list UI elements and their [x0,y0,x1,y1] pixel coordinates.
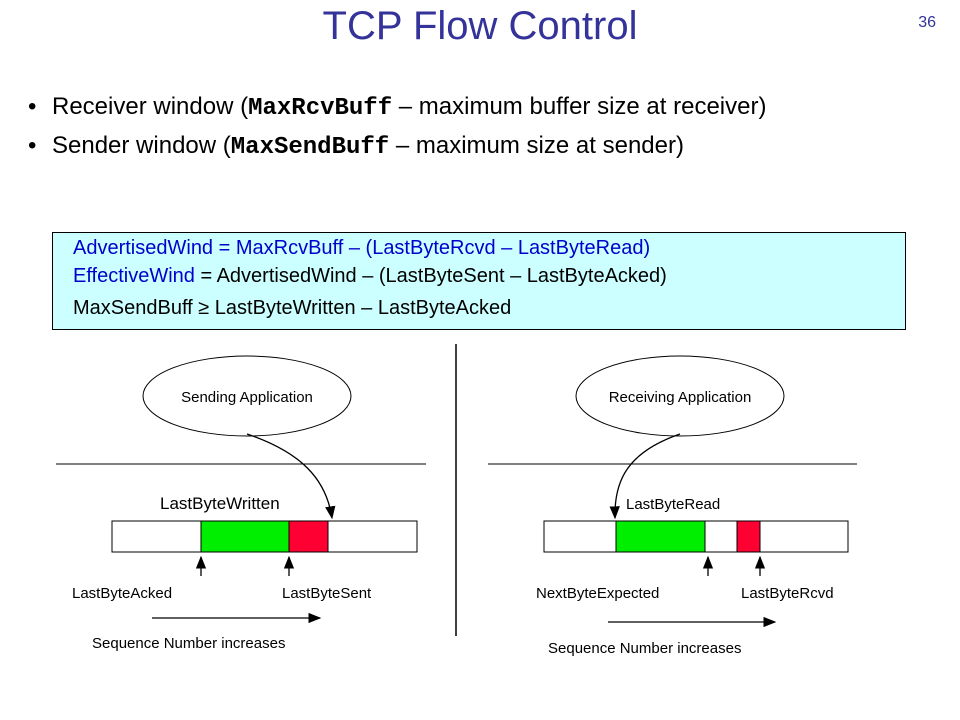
equation-box: AdvertisedWind = MaxRcvBuff – (LastByteR… [52,232,906,330]
equation-effective-wind: EffectiveWind = AdvertisedWind – (LastBy… [73,265,667,288]
next-byte-expected-label: NextByteExpected [536,585,659,602]
receiver-sequence-label: Sequence Number increases [548,640,741,657]
equation-max-send-buff: MaxSendBuff ≥ LastByteWritten – LastByte… [73,297,512,319]
last-byte-acked-label: LastByteAcked [72,585,172,602]
last-byte-sent-label: LastByteSent [282,585,372,602]
receiving-application-ellipse [575,355,785,437]
bullet-code: MaxSendBuff [230,134,390,161]
bullet-text-before: Receiver window ( [52,93,249,120]
bullet-text-after: – maximum size at sender) [389,132,684,159]
equation-advertised-wind: AdvertisedWind = MaxRcvBuff – (LastByteR… [73,237,651,259]
sender-sequence-label: Sequence Number increases [92,635,285,652]
bullet-text-after: – maximum buffer size at receiver) [392,93,767,120]
last-byte-rcvd-label: LastByteRcvd [741,585,834,602]
equation-effective-wind-lhs: EffectiveWind [73,265,195,287]
bullet-code: MaxRcvBuff [248,95,393,122]
last-byte-written-label: LastByteWritten [160,494,280,513]
bullet-list: • Receiver window (MaxRcvBuff – maximum b… [28,92,928,170]
bullet-receiver-window: • Receiver window (MaxRcvBuff – maximum b… [28,92,928,123]
bullet-dot-icon: • [28,132,37,159]
sending-application-label: Sending Application [181,389,313,406]
bullet-sender-window: • Sender window (MaxSendBuff – maximum si… [28,131,928,162]
sender-acked-segment-green [200,520,290,553]
page-number: 36 [918,14,936,31]
receiving-application-label: Receiving Application [609,389,752,406]
equation-effective-wind-rhs: = AdvertisedWind – (LastByteSent – LastB… [194,265,667,287]
sending-application-ellipse [142,355,352,437]
receiver-unread-segment-green [615,520,706,553]
sender-sent-segment-red [288,520,329,553]
slide-title: TCP Flow Control [322,4,638,48]
bullet-text-before: Sender window ( [52,132,231,159]
last-byte-written-arrow [246,433,336,520]
last-byte-read-arrow [609,433,681,520]
receiver-outoforder-segment-red [736,520,761,553]
bullet-dot-icon: • [28,93,37,120]
last-byte-read-label: LastByteRead [626,496,720,513]
